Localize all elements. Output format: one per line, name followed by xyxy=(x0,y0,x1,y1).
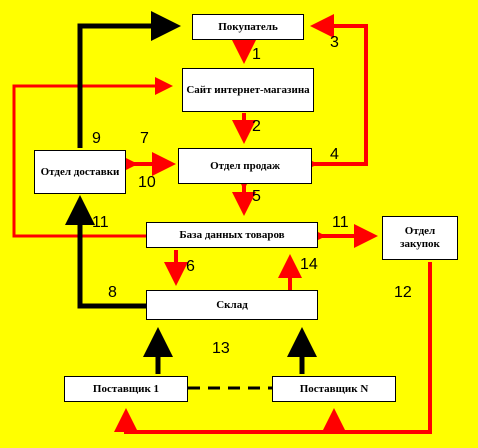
flow-label-5: 5 xyxy=(252,188,261,205)
flow-label-14: 14 xyxy=(300,256,318,273)
flow-label-4: 4 xyxy=(330,146,339,163)
arrow-warehouse-to-delivery xyxy=(65,195,146,309)
flow-label-11-left: 11 xyxy=(92,214,109,231)
flow-label-13: 13 xyxy=(212,340,230,357)
arrow-purchasing-to-suppliers xyxy=(114,262,432,434)
warehouse-box: Склад xyxy=(146,290,318,320)
flow-label-11-right: 11 xyxy=(332,214,349,231)
flow-label-2: 2 xyxy=(252,118,261,135)
site-label: Сайт интернет-магазина xyxy=(186,83,310,96)
delivery-label: Отдел доставки xyxy=(40,165,120,178)
purchasing-box: Отдел закупок xyxy=(382,216,458,260)
supplierN-label: Поставщик N xyxy=(299,382,369,395)
flow-label-6: 6 xyxy=(186,258,195,275)
sales-box: Отдел продаж xyxy=(178,148,312,184)
flow-label-8: 8 xyxy=(108,284,117,301)
database-label: База данных товаров xyxy=(179,228,285,241)
flow-label-1: 1 xyxy=(252,46,261,63)
flow-label-12: 12 xyxy=(394,284,412,301)
flow-label-3: 3 xyxy=(330,34,339,51)
arrow-delivery-to-buyer xyxy=(77,11,181,148)
warehouse-label: Склад xyxy=(216,298,248,311)
site-box: Сайт интернет-магазина xyxy=(182,68,314,112)
sales-label: Отдел продаж xyxy=(210,159,280,172)
buyer-label: Покупатель xyxy=(218,20,278,33)
delivery-box: Отдел доставки xyxy=(34,150,126,194)
supplier1-label: Поставщик 1 xyxy=(92,382,160,395)
flow-label-7: 7 xyxy=(140,130,149,147)
arrow-sales-buyer-loop xyxy=(294,14,368,176)
database-box: База данных товаров xyxy=(146,222,318,248)
purchasing-label: Отдел закупок xyxy=(400,225,440,250)
flow-label-9: 9 xyxy=(92,130,101,147)
buyer-box: Покупатель xyxy=(192,14,304,40)
supplier1-box: Поставщик 1 xyxy=(64,376,188,402)
flow-label-10: 10 xyxy=(138,174,156,191)
supplierN-box: Поставщик N xyxy=(272,376,396,402)
